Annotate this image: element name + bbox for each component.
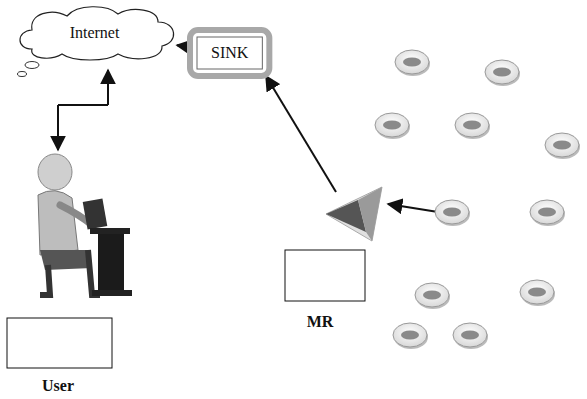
cloud-bubble — [18, 72, 27, 77]
user-link-arrow — [57, 105, 59, 150]
sensor-node — [375, 113, 410, 139]
sensor-to-robot-arrow — [388, 204, 438, 212]
sink-label: SINK — [211, 44, 248, 62]
robot-to-sink-arrow — [266, 76, 336, 192]
sensor-node — [520, 280, 555, 306]
sensor-node — [415, 283, 450, 309]
mobile-robot — [326, 187, 382, 241]
sensor-node — [453, 323, 488, 349]
sensor-node — [455, 113, 490, 139]
sensor-nodes — [375, 50, 580, 349]
caption-label: User — [42, 377, 74, 395]
connector-arrow — [177, 45, 187, 46]
sensor-node — [530, 200, 565, 226]
empty-box — [7, 318, 112, 368]
user-link-line — [58, 104, 108, 106]
user-link-arrow — [107, 70, 109, 105]
sensor-node — [393, 323, 428, 349]
sensor-node — [485, 60, 520, 86]
sink-box: SINK — [187, 27, 272, 79]
caption-label: MR — [307, 313, 334, 331]
user-figure — [38, 154, 132, 296]
cloud-label: Internet — [70, 24, 120, 42]
internet-cloud: Internet — [12, 4, 177, 62]
sensor-node — [395, 50, 430, 76]
sensor-node — [545, 133, 580, 159]
empty-box — [285, 250, 365, 301]
sensor-node — [435, 200, 470, 226]
cloud-bubble — [25, 62, 39, 69]
